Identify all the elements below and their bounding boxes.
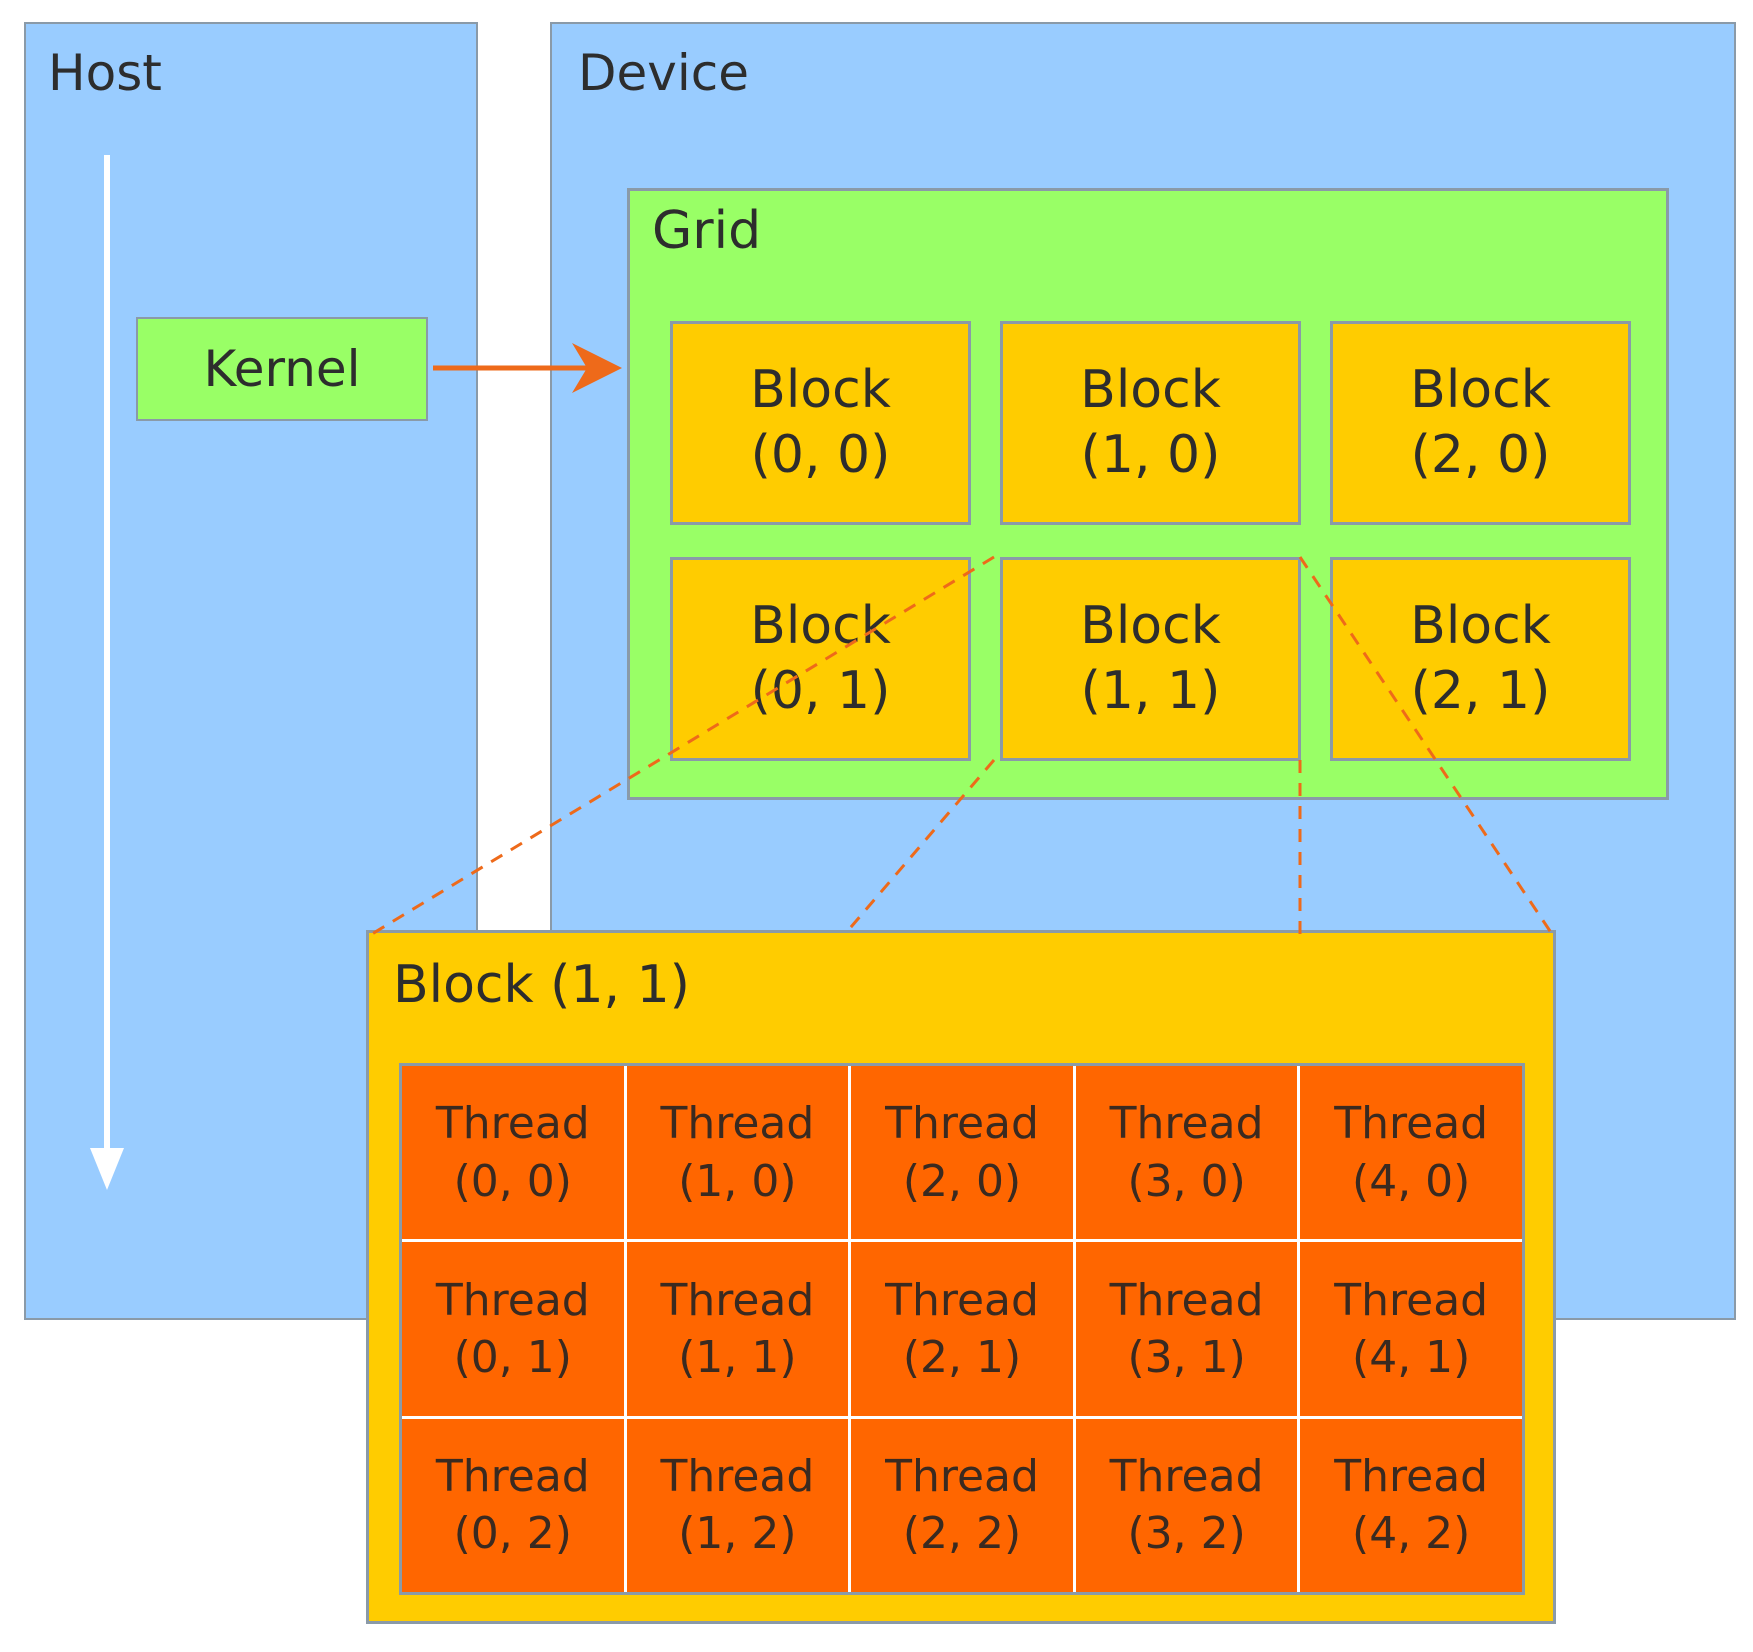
thread-4-1: Thread(4, 1) [1300, 1242, 1522, 1416]
block-label: Block [1080, 360, 1221, 420]
block-label: Block [1410, 360, 1551, 420]
block-coord: (1, 1) [1080, 661, 1221, 721]
block-label: Block [750, 360, 891, 420]
block-2-1: Block (2, 1) [1330, 557, 1631, 761]
thread-label: Thread [435, 1274, 590, 1326]
thread-0-2: Thread(0, 2) [402, 1418, 624, 1592]
thread-1-1: Thread(1, 1) [626, 1242, 849, 1416]
thread-label: Thread [1334, 1274, 1489, 1326]
thread-0-0: Thread(0, 0) [402, 1066, 624, 1240]
thread-coord: (1, 0) [678, 1155, 797, 1207]
thread-label: Thread [885, 1274, 1039, 1326]
thread-label: Thread [660, 1098, 815, 1150]
thread-label: Thread [1334, 1098, 1489, 1150]
thread-coord: (1, 1) [678, 1331, 797, 1383]
block-coord: (1, 0) [1080, 425, 1221, 485]
block-coord: (2, 1) [1410, 661, 1551, 721]
thread-label: Thread [660, 1274, 815, 1326]
block-1-1: Block (1, 1) [1000, 557, 1301, 761]
thread-coord: (4, 2) [1352, 1508, 1471, 1560]
thread-4-0: Thread(4, 0) [1300, 1066, 1522, 1240]
thread-coord: (4, 0) [1352, 1155, 1471, 1207]
thread-label: Thread [435, 1098, 590, 1150]
block-detail-panel: Block (1, 1) Thread(0, 0) Thread(1, 0) T… [366, 930, 1556, 1624]
block-0-0: Block (0, 0) [670, 321, 971, 525]
block-coord: (0, 0) [750, 425, 891, 485]
block-label: Block [1410, 596, 1551, 656]
kernel-label: Kernel [203, 340, 361, 398]
block-0-1: Block (0, 1) [670, 557, 971, 761]
thread-coord: (0, 2) [453, 1508, 572, 1560]
kernel-box: Kernel [136, 317, 428, 421]
block-coord: (2, 0) [1410, 425, 1551, 485]
thread-coord: (0, 1) [453, 1331, 572, 1383]
thread-1-0: Thread(1, 0) [626, 1066, 849, 1240]
block-label: Block [1080, 596, 1221, 656]
thread-2-1: Thread(2, 1) [851, 1242, 1073, 1416]
thread-coord: (4, 1) [1352, 1331, 1471, 1383]
grid-box: Grid Block (0, 0) Block (1, 0) Block (2,… [627, 188, 1669, 800]
thread-2-0: Thread(2, 0) [851, 1066, 1073, 1240]
thread-coord: (2, 1) [902, 1331, 1022, 1383]
thread-label: Thread [435, 1451, 590, 1503]
thread-label: Thread [885, 1098, 1039, 1150]
thread-4-2: Thread(4, 2) [1300, 1418, 1522, 1592]
thread-coord: (2, 2) [902, 1508, 1022, 1560]
thread-3-2: Thread(3, 2) [1075, 1418, 1298, 1592]
thread-3-0: Thread(3, 0) [1075, 1066, 1298, 1240]
thread-1-2: Thread(1, 2) [626, 1418, 849, 1592]
thread-label: Thread [1109, 1274, 1264, 1326]
thread-coord: (3, 2) [1127, 1508, 1246, 1560]
thread-coord: (2, 0) [902, 1155, 1022, 1207]
thread-grid: Thread(0, 0) Thread(1, 0) Thread(2, 0) T… [399, 1063, 1525, 1595]
host-title: Host [48, 44, 162, 102]
block-1-0: Block (1, 0) [1000, 321, 1301, 525]
thread-label: Thread [1334, 1451, 1489, 1503]
block-label: Block [750, 596, 891, 656]
thread-label: Thread [660, 1451, 815, 1503]
thread-3-1: Thread(3, 1) [1075, 1242, 1298, 1416]
thread-label: Thread [885, 1451, 1039, 1503]
thread-2-2: Thread(2, 2) [851, 1418, 1073, 1592]
grid-title: Grid [652, 201, 762, 261]
device-title: Device [578, 44, 749, 102]
block-2-0: Block (2, 0) [1330, 321, 1631, 525]
thread-label: Thread [1109, 1098, 1264, 1150]
thread-0-1: Thread(0, 1) [402, 1242, 624, 1416]
thread-coord: (1, 2) [678, 1508, 797, 1560]
thread-coord: (3, 0) [1127, 1155, 1246, 1207]
thread-label: Thread [1109, 1451, 1264, 1503]
thread-coord: (0, 0) [453, 1155, 572, 1207]
block-detail-title: Block (1, 1) [393, 955, 690, 1015]
block-coord: (0, 1) [750, 661, 891, 721]
thread-coord: (3, 1) [1127, 1331, 1246, 1383]
